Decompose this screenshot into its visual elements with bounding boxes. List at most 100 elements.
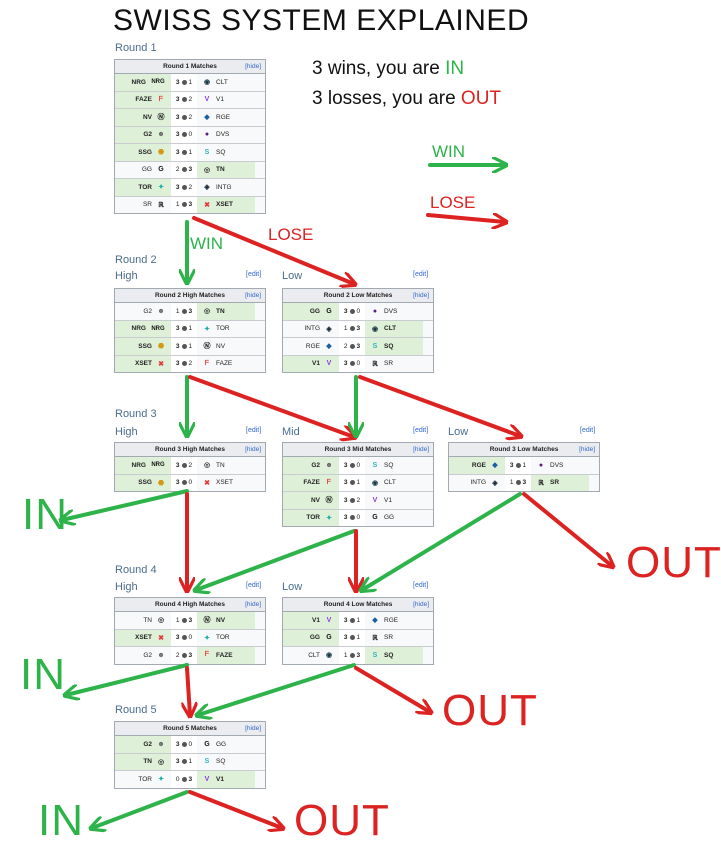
team-name[interactable]: GG <box>384 514 395 522</box>
hide-link[interactable]: [hide] <box>413 292 429 299</box>
team-name[interactable]: TOR <box>306 514 320 522</box>
team-name[interactable]: TOR <box>216 634 230 642</box>
team-name[interactable]: SQ <box>384 461 394 469</box>
team-name[interactable]: SR <box>142 201 152 209</box>
round3-high-edit-link[interactable]: [edit] <box>246 427 262 434</box>
team-name[interactable]: V1 <box>312 360 320 368</box>
team-name[interactable]: DVS <box>384 307 398 315</box>
hide-link[interactable]: [hide] <box>579 446 595 453</box>
info-dot-icon[interactable] <box>181 308 187 314</box>
hide-link[interactable]: [hide] <box>245 446 261 453</box>
hide-link[interactable]: [hide] <box>245 292 261 299</box>
info-dot-icon[interactable] <box>181 617 187 623</box>
team-name[interactable]: V1 <box>216 96 224 104</box>
team-name[interactable]: SR <box>384 360 394 368</box>
info-dot-icon[interactable] <box>181 97 187 103</box>
team-name[interactable]: TOR <box>216 325 230 333</box>
info-dot-icon[interactable] <box>349 617 355 623</box>
team-name[interactable]: FAZE <box>216 360 233 368</box>
team-name[interactable]: XSET <box>135 634 152 642</box>
info-dot-icon[interactable] <box>181 480 187 486</box>
team-name[interactable]: TN <box>143 616 152 624</box>
info-dot-icon[interactable] <box>181 343 187 349</box>
team-name[interactable]: SSG <box>138 342 152 350</box>
team-name[interactable]: TN <box>216 166 225 174</box>
hide-link[interactable]: [hide] <box>245 725 261 732</box>
team-name[interactable]: SQ <box>216 148 226 156</box>
team-name[interactable]: CLT <box>384 325 397 333</box>
team-name[interactable]: INTG <box>216 183 232 191</box>
team-name[interactable]: RGE <box>384 616 399 624</box>
info-dot-icon[interactable] <box>181 132 187 138</box>
info-dot-icon[interactable] <box>349 497 355 503</box>
team-name[interactable]: GG <box>309 634 320 642</box>
round2-high-edit-link[interactable]: [edit] <box>246 271 262 278</box>
hide-link[interactable]: [hide] <box>413 601 429 608</box>
info-dot-icon[interactable] <box>181 759 187 765</box>
team-name[interactable]: G2 <box>143 740 152 748</box>
round2-low-edit-link[interactable]: [edit] <box>413 271 429 278</box>
info-dot-icon[interactable] <box>349 652 355 658</box>
team-name[interactable]: SQ <box>384 342 394 350</box>
team-name[interactable]: GG <box>141 166 152 174</box>
info-dot-icon[interactable] <box>349 326 355 332</box>
team-name[interactable]: NRG <box>131 78 146 86</box>
team-name[interactable]: NV <box>216 342 226 350</box>
round3-low-edit-link[interactable]: [edit] <box>580 427 596 434</box>
team-name[interactable]: NV <box>142 113 152 121</box>
team-name[interactable]: RGE <box>471 461 486 469</box>
info-dot-icon[interactable] <box>349 343 355 349</box>
team-name[interactable]: INTG <box>304 325 320 333</box>
team-name[interactable]: G2 <box>143 651 152 659</box>
hide-link[interactable]: [hide] <box>245 63 261 70</box>
team-name[interactable]: FAZE <box>303 479 320 487</box>
info-dot-icon[interactable] <box>515 480 521 486</box>
team-name[interactable]: DVS <box>216 131 230 139</box>
team-name[interactable]: NRG <box>131 325 146 333</box>
info-dot-icon[interactable] <box>349 361 355 367</box>
team-name[interactable]: NV <box>216 616 226 624</box>
info-dot-icon[interactable] <box>515 462 521 468</box>
team-name[interactable]: TOR <box>138 183 152 191</box>
info-dot-icon[interactable] <box>181 635 187 641</box>
info-dot-icon[interactable] <box>181 652 187 658</box>
hide-link[interactable]: [hide] <box>413 446 429 453</box>
info-dot-icon[interactable] <box>349 635 355 641</box>
info-dot-icon[interactable] <box>181 741 187 747</box>
team-name[interactable]: GG <box>216 740 227 748</box>
team-name[interactable]: FAZE <box>135 96 152 104</box>
team-name[interactable]: G2 <box>143 307 152 315</box>
hide-link[interactable]: [hide] <box>245 601 261 608</box>
team-name[interactable]: SSG <box>138 148 152 156</box>
team-name[interactable]: V1 <box>384 496 392 504</box>
team-name[interactable]: CLT <box>384 479 396 487</box>
team-name[interactable]: SQ <box>384 651 394 659</box>
team-name[interactable]: TN <box>143 758 152 766</box>
info-dot-icon[interactable] <box>349 515 355 521</box>
team-name[interactable]: SR <box>550 479 560 487</box>
team-name[interactable]: V1 <box>216 775 224 783</box>
team-name[interactable]: RGE <box>305 342 320 350</box>
team-name[interactable]: G2 <box>311 461 320 469</box>
team-name[interactable]: TN <box>216 307 225 315</box>
team-name[interactable]: G2 <box>143 131 152 139</box>
info-dot-icon[interactable] <box>349 480 355 486</box>
team-name[interactable]: TOR <box>138 775 152 783</box>
team-name[interactable]: NRG <box>131 461 146 469</box>
team-name[interactable]: RGE <box>216 113 231 121</box>
info-dot-icon[interactable] <box>181 361 187 367</box>
team-name[interactable]: NV <box>310 496 320 504</box>
info-dot-icon[interactable] <box>181 462 187 468</box>
info-dot-icon[interactable] <box>181 202 187 208</box>
info-dot-icon[interactable] <box>181 184 187 190</box>
team-name[interactable]: INTG <box>470 479 486 487</box>
team-name[interactable]: XSET <box>216 479 233 487</box>
info-dot-icon[interactable] <box>181 79 187 85</box>
team-name[interactable]: SR <box>384 634 394 642</box>
team-name[interactable]: TN <box>216 461 225 469</box>
round3-mid-edit-link[interactable]: [edit] <box>413 427 429 434</box>
team-name[interactable]: GG <box>309 307 320 315</box>
team-name[interactable]: FAZE <box>216 651 233 659</box>
team-name[interactable]: CLT <box>308 651 320 659</box>
info-dot-icon[interactable] <box>349 462 355 468</box>
